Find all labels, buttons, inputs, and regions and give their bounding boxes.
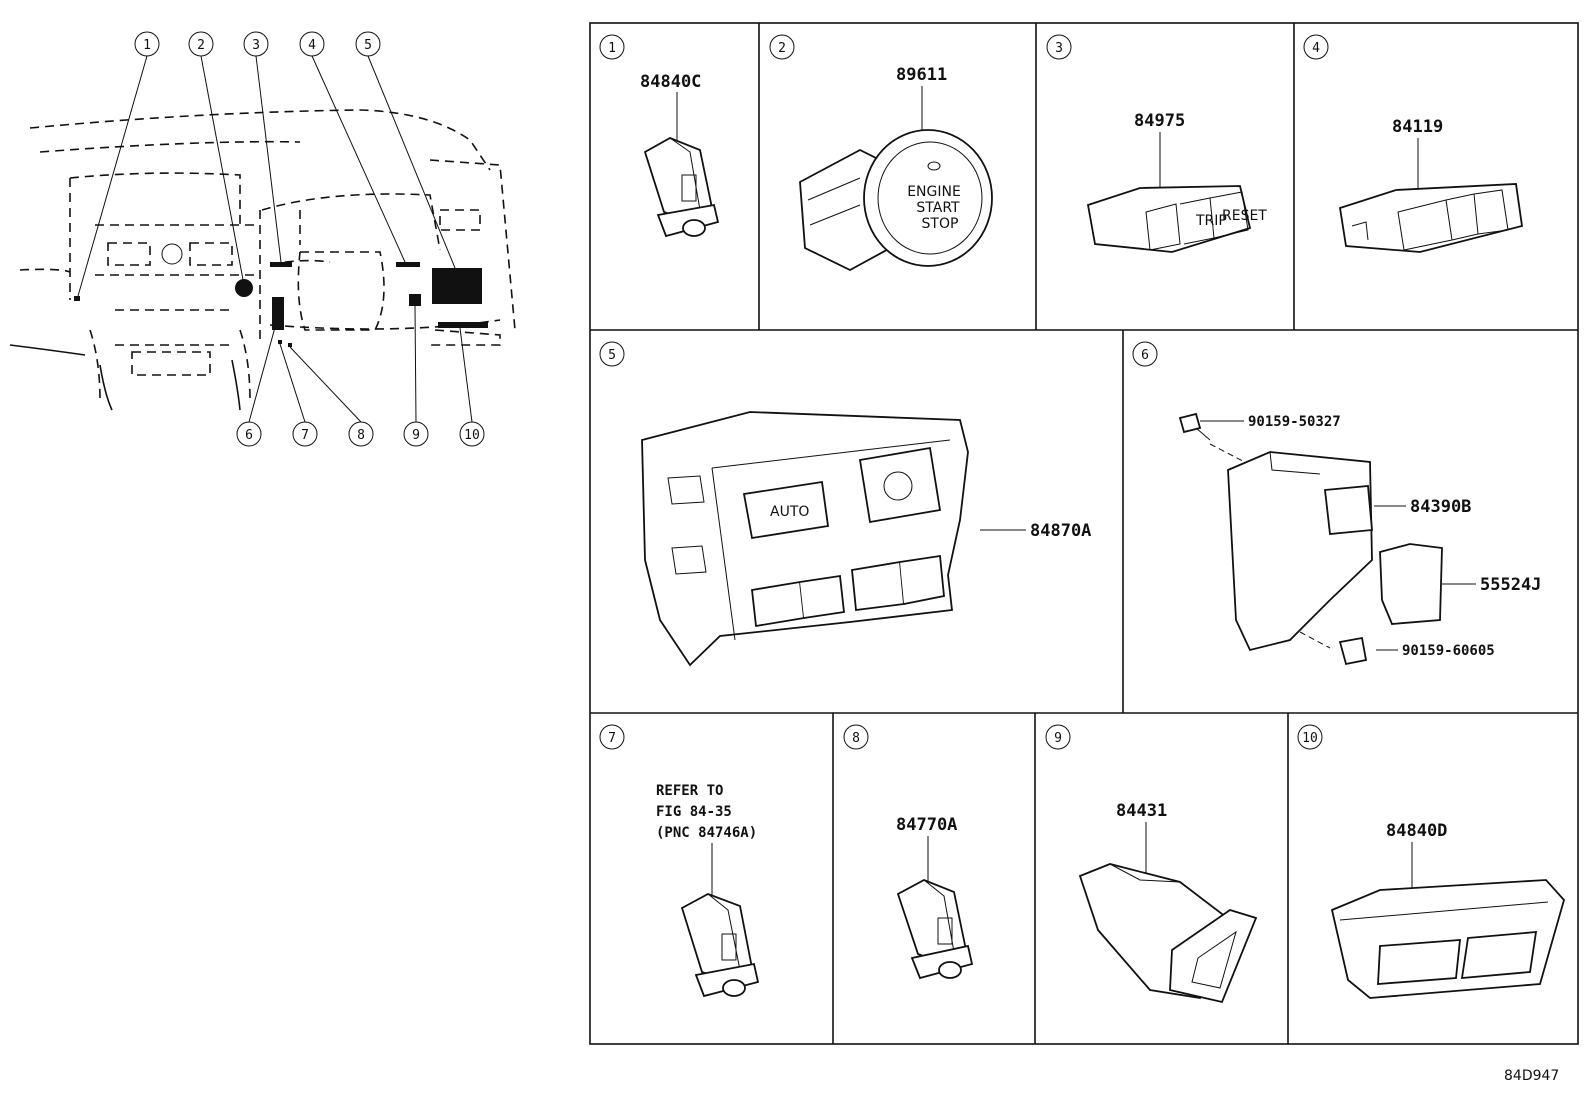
svg-text:10: 10 — [1302, 731, 1318, 746]
reference-note-line: (PNC 84746A) — [656, 825, 757, 841]
svg-text:2: 2 — [197, 38, 205, 53]
part-84840D: 84840D — [1330, 821, 1566, 999]
cell-number-1: 1 — [599, 34, 625, 60]
svg-text:4: 4 — [1312, 41, 1320, 56]
overview-callout-9: 9 — [403, 421, 429, 447]
overview-callout-10: 10 — [459, 421, 485, 447]
svg-text:5: 5 — [364, 38, 372, 53]
cell-number-10: 10 — [1297, 724, 1323, 750]
reference-note-line: REFER TO — [656, 783, 723, 799]
part-number-label: 84390B — [1410, 497, 1471, 517]
svg-text:STOP: STOP — [922, 216, 959, 232]
svg-text:AUTO: AUTO — [770, 504, 809, 520]
parts-grid — [589, 22, 1579, 1045]
cell-number-9: 9 — [1045, 724, 1071, 750]
part-89611: 89611 ENGINE START STOP — [799, 65, 993, 272]
part-number-label: 84840C — [640, 72, 701, 92]
part-number-label: 84840D — [1386, 821, 1447, 841]
svg-text:8: 8 — [357, 428, 365, 443]
svg-text:6: 6 — [245, 428, 253, 443]
cell-number-6: 6 — [1132, 341, 1158, 367]
svg-text:TRIP: TRIP — [1195, 213, 1227, 229]
overview-callout-4: 4 — [299, 31, 325, 57]
overview-callout-3: 3 — [243, 31, 269, 57]
cell-number-7: 7 — [599, 724, 625, 750]
svg-text:3: 3 — [1055, 41, 1063, 56]
part-number-label: 90159-60605 — [1402, 643, 1495, 659]
overview-callout-8: 8 — [348, 421, 374, 447]
cell-number-8: 8 — [843, 724, 869, 750]
svg-text:2: 2 — [778, 41, 786, 56]
part-number-label: 84770A — [896, 815, 957, 835]
svg-text:START: START — [916, 200, 960, 216]
overview-callout-1: 1 — [134, 31, 160, 57]
cell-number-3: 3 — [1046, 34, 1072, 60]
part-number-label: 84431 — [1116, 801, 1167, 821]
part-84975: 84975 TRIP RESET — [1086, 111, 1267, 253]
svg-text:8: 8 — [852, 731, 860, 746]
svg-text:ENGINE: ENGINE — [907, 184, 961, 200]
svg-text:7: 7 — [608, 731, 616, 746]
svg-text:10: 10 — [464, 428, 480, 443]
part-number-label: 55524J — [1480, 575, 1541, 595]
part-84870A: 84870A AUTO — [641, 411, 1091, 667]
part-reference-7: REFER TO FIG 84-35 (PNC 84746A) — [656, 783, 760, 998]
part-84840C: 84840C — [640, 72, 720, 238]
svg-text:1: 1 — [143, 38, 151, 53]
overview-callout-7: 7 — [292, 421, 318, 447]
reference-note-line: FIG 84-35 — [656, 804, 732, 820]
cell-number-5: 5 — [599, 341, 625, 367]
svg-text:9: 9 — [412, 428, 420, 443]
part-number-label: 89611 — [896, 65, 947, 85]
cell-number-4: 4 — [1303, 34, 1329, 60]
svg-text:RESET: RESET — [1222, 208, 1267, 224]
svg-text:7: 7 — [301, 428, 309, 443]
svg-text:5: 5 — [608, 348, 616, 363]
cell-number-2: 2 — [769, 34, 795, 60]
part-84119: 84119 — [1338, 117, 1524, 253]
part-number-label: 84870A — [1030, 521, 1091, 541]
overview-callout-5: 5 — [355, 31, 381, 57]
svg-text:4: 4 — [308, 38, 316, 53]
figure-id-label: 84D947 — [1504, 1068, 1559, 1084]
part-assembly-6: 90159-50327 84390B 55524J 90159-60605 — [1178, 412, 1541, 666]
overview-callout-2: 2 — [188, 31, 214, 57]
part-number-label: 84975 — [1134, 111, 1185, 131]
svg-text:6: 6 — [1141, 348, 1149, 363]
overview-callout-6: 6 — [236, 421, 262, 447]
part-number-label: 90159-50327 — [1248, 414, 1341, 430]
part-number-label: 84119 — [1392, 117, 1443, 137]
part-84770A: 84770A — [896, 815, 974, 980]
part-84431: 84431 — [1078, 801, 1258, 1004]
svg-text:1: 1 — [608, 41, 616, 56]
svg-text:9: 9 — [1054, 731, 1062, 746]
dashboard-overview: 1 2 3 4 5 6 7 8 9 10 — [9, 31, 516, 447]
svg-text:3: 3 — [252, 38, 260, 53]
start-stop-button-text: ENGINE START STOP — [907, 184, 961, 232]
